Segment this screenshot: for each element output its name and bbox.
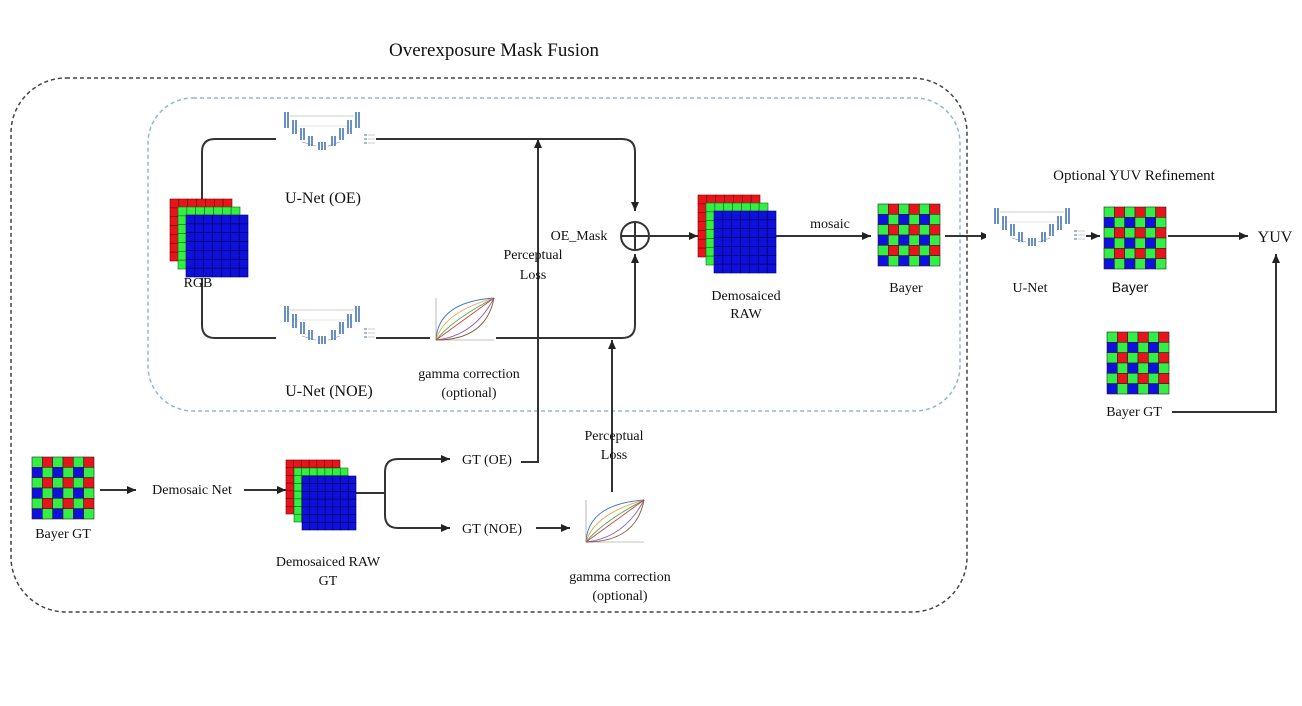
gamma-bottom-label-line2: (optional) [592, 589, 648, 604]
unet-label: U-Net [1013, 281, 1048, 296]
gt-oe-label: GT (OE) [462, 453, 512, 468]
demosaiced-raw-label-line1: Demosaiced [711, 289, 780, 304]
perceptual-loss-top-line1: Perceptual [503, 248, 562, 263]
bayer-refined-icon [1103, 206, 1167, 270]
bayer-gt-right-label: Bayer GT [1106, 405, 1162, 420]
inner-dashed-frame [147, 97, 961, 412]
mosaic-label: mosaic [810, 217, 850, 232]
bayer-gt-to-yuv-line [1172, 254, 1280, 413]
demosaiced-raw-gt-label-line2: GT [319, 574, 338, 589]
demosaiced-raw-label-line2: RAW [730, 307, 762, 322]
unet-refine-thumbnail-icon [985, 203, 1087, 253]
bayer-gt-right-icon [1106, 331, 1170, 395]
unet-oe-thumbnail-icon [275, 107, 377, 157]
outer-dashed-frame [10, 77, 968, 613]
gt-oe-to-loss-arrow [521, 139, 542, 463]
unet-oe-label: U-Net (OE) [285, 190, 361, 207]
demosaic-net-label: Demosaic Net [152, 483, 232, 498]
raw-gt-to-gt-oe-arrow [384, 455, 450, 493]
gt-noe-label: GT (NOE) [462, 522, 522, 537]
circle-plus-icon [620, 221, 650, 251]
oe-mask-label: OE_Mask [551, 229, 608, 244]
rgb-label: RGB [184, 276, 213, 291]
yuv-label: YUV [1258, 229, 1293, 246]
raw-gt-to-gt-noe-arrow [384, 493, 450, 532]
rgb-stack-icon [169, 198, 249, 278]
gamma-bottom-label-line1: gamma correction [569, 570, 670, 585]
optional-stage-title: Optional YUV Refinement [1053, 168, 1215, 184]
perceptual-loss-top-line2: Loss [520, 268, 546, 283]
demosaiced-raw-gt-label-line1: Demosaiced RAW [276, 555, 381, 570]
bayer-label: Bayer [889, 281, 923, 296]
gamma-curve-top-icon [429, 295, 497, 347]
bayer-gt-left-label: Bayer GT [35, 527, 91, 542]
unet-noe-label: U-Net (NOE) [285, 383, 373, 400]
unet-noe-thumbnail-icon [275, 301, 377, 351]
perceptual-loss-bottom-line1: Perceptual [584, 429, 643, 444]
demosaiced-raw-stack-icon [697, 194, 777, 274]
gamma-top-label-line2: (optional) [441, 386, 497, 401]
gamma-curve-bottom-icon [579, 497, 647, 549]
bayer-mosaic-icon [877, 203, 941, 267]
gamma-top-label-line1: gamma correction [418, 367, 519, 382]
rgb-to-unet-oe-line [201, 138, 639, 211]
rgb-to-unet-noe-line [201, 254, 639, 339]
perceptual-loss-bottom-line2: Loss [601, 448, 627, 463]
diagram-title: Overexposure Mask Fusion [389, 40, 600, 61]
demosaiced-raw-gt-stack-icon [285, 459, 357, 531]
bayer-gt-left-icon [31, 456, 95, 520]
bayer-refined-label: Bayer [1112, 279, 1149, 295]
